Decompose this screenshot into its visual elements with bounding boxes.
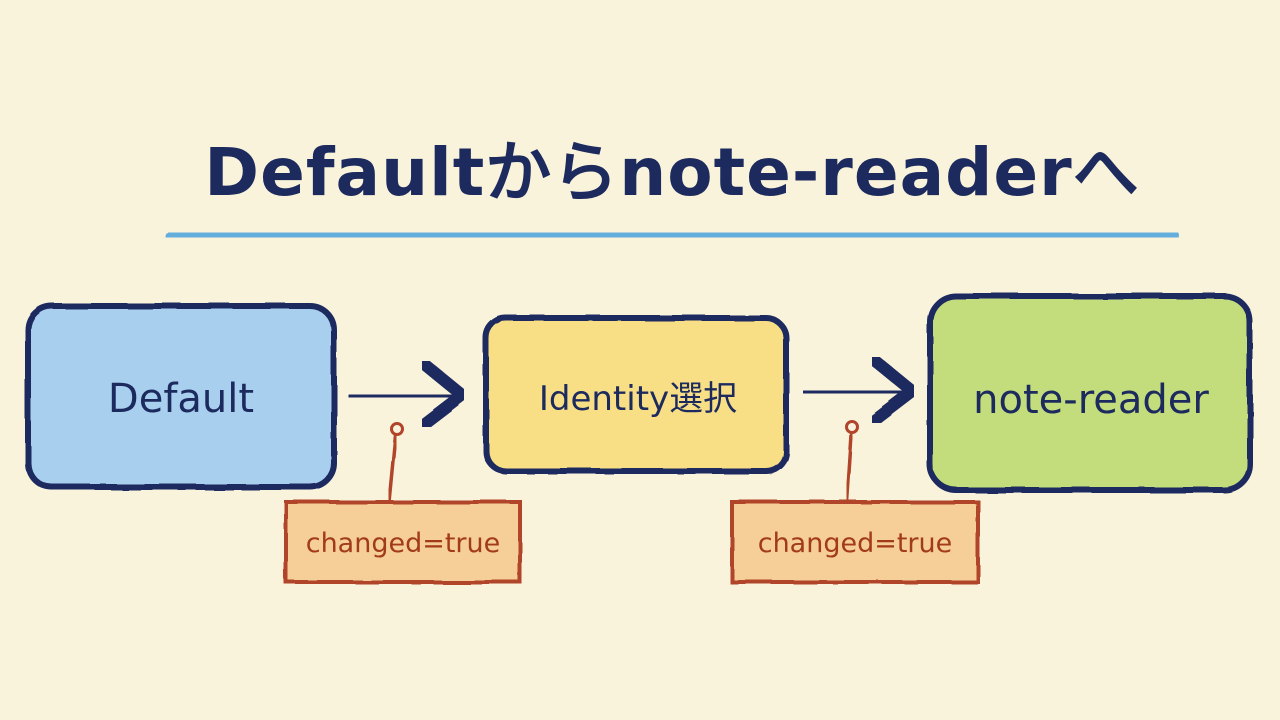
arrow-1-shaft	[347, 388, 465, 404]
node-default: Default	[25, 303, 337, 490]
node-default-label: Default	[108, 376, 254, 422]
node-note-reader: note-reader	[927, 293, 1253, 493]
node-identity-box	[483, 315, 789, 474]
arrow-2-shaft	[801, 384, 915, 400]
annotation-2: changed=true	[730, 420, 980, 584]
annotation-2-pin	[845, 420, 859, 434]
arrow-default-to-identity	[347, 358, 468, 430]
annotation-2-box	[730, 500, 980, 584]
annotation-1-box	[284, 500, 522, 584]
arrow-1-head	[418, 358, 468, 430]
annotation-2-connector	[845, 426, 854, 504]
node-note-reader-label: note-reader	[973, 377, 1209, 423]
annotation-2-label: changed=true	[758, 528, 953, 559]
node-note-reader-box	[927, 293, 1253, 493]
title-underline	[165, 226, 1180, 244]
node-identity: Identity選択	[483, 315, 789, 474]
annotation-1-label: changed=true	[306, 528, 501, 559]
diagram-title: Defaultからnote-readerへ	[204, 134, 1139, 211]
arrow-identity-to-reader	[801, 354, 918, 426]
annotation-1-pin	[390, 422, 404, 436]
arrow-2-head	[868, 354, 918, 426]
annotation-1-connector	[387, 428, 398, 504]
node-identity-label: Identity選択	[539, 379, 737, 419]
annotation-1: changed=true	[284, 422, 522, 584]
node-default-box	[25, 303, 337, 490]
